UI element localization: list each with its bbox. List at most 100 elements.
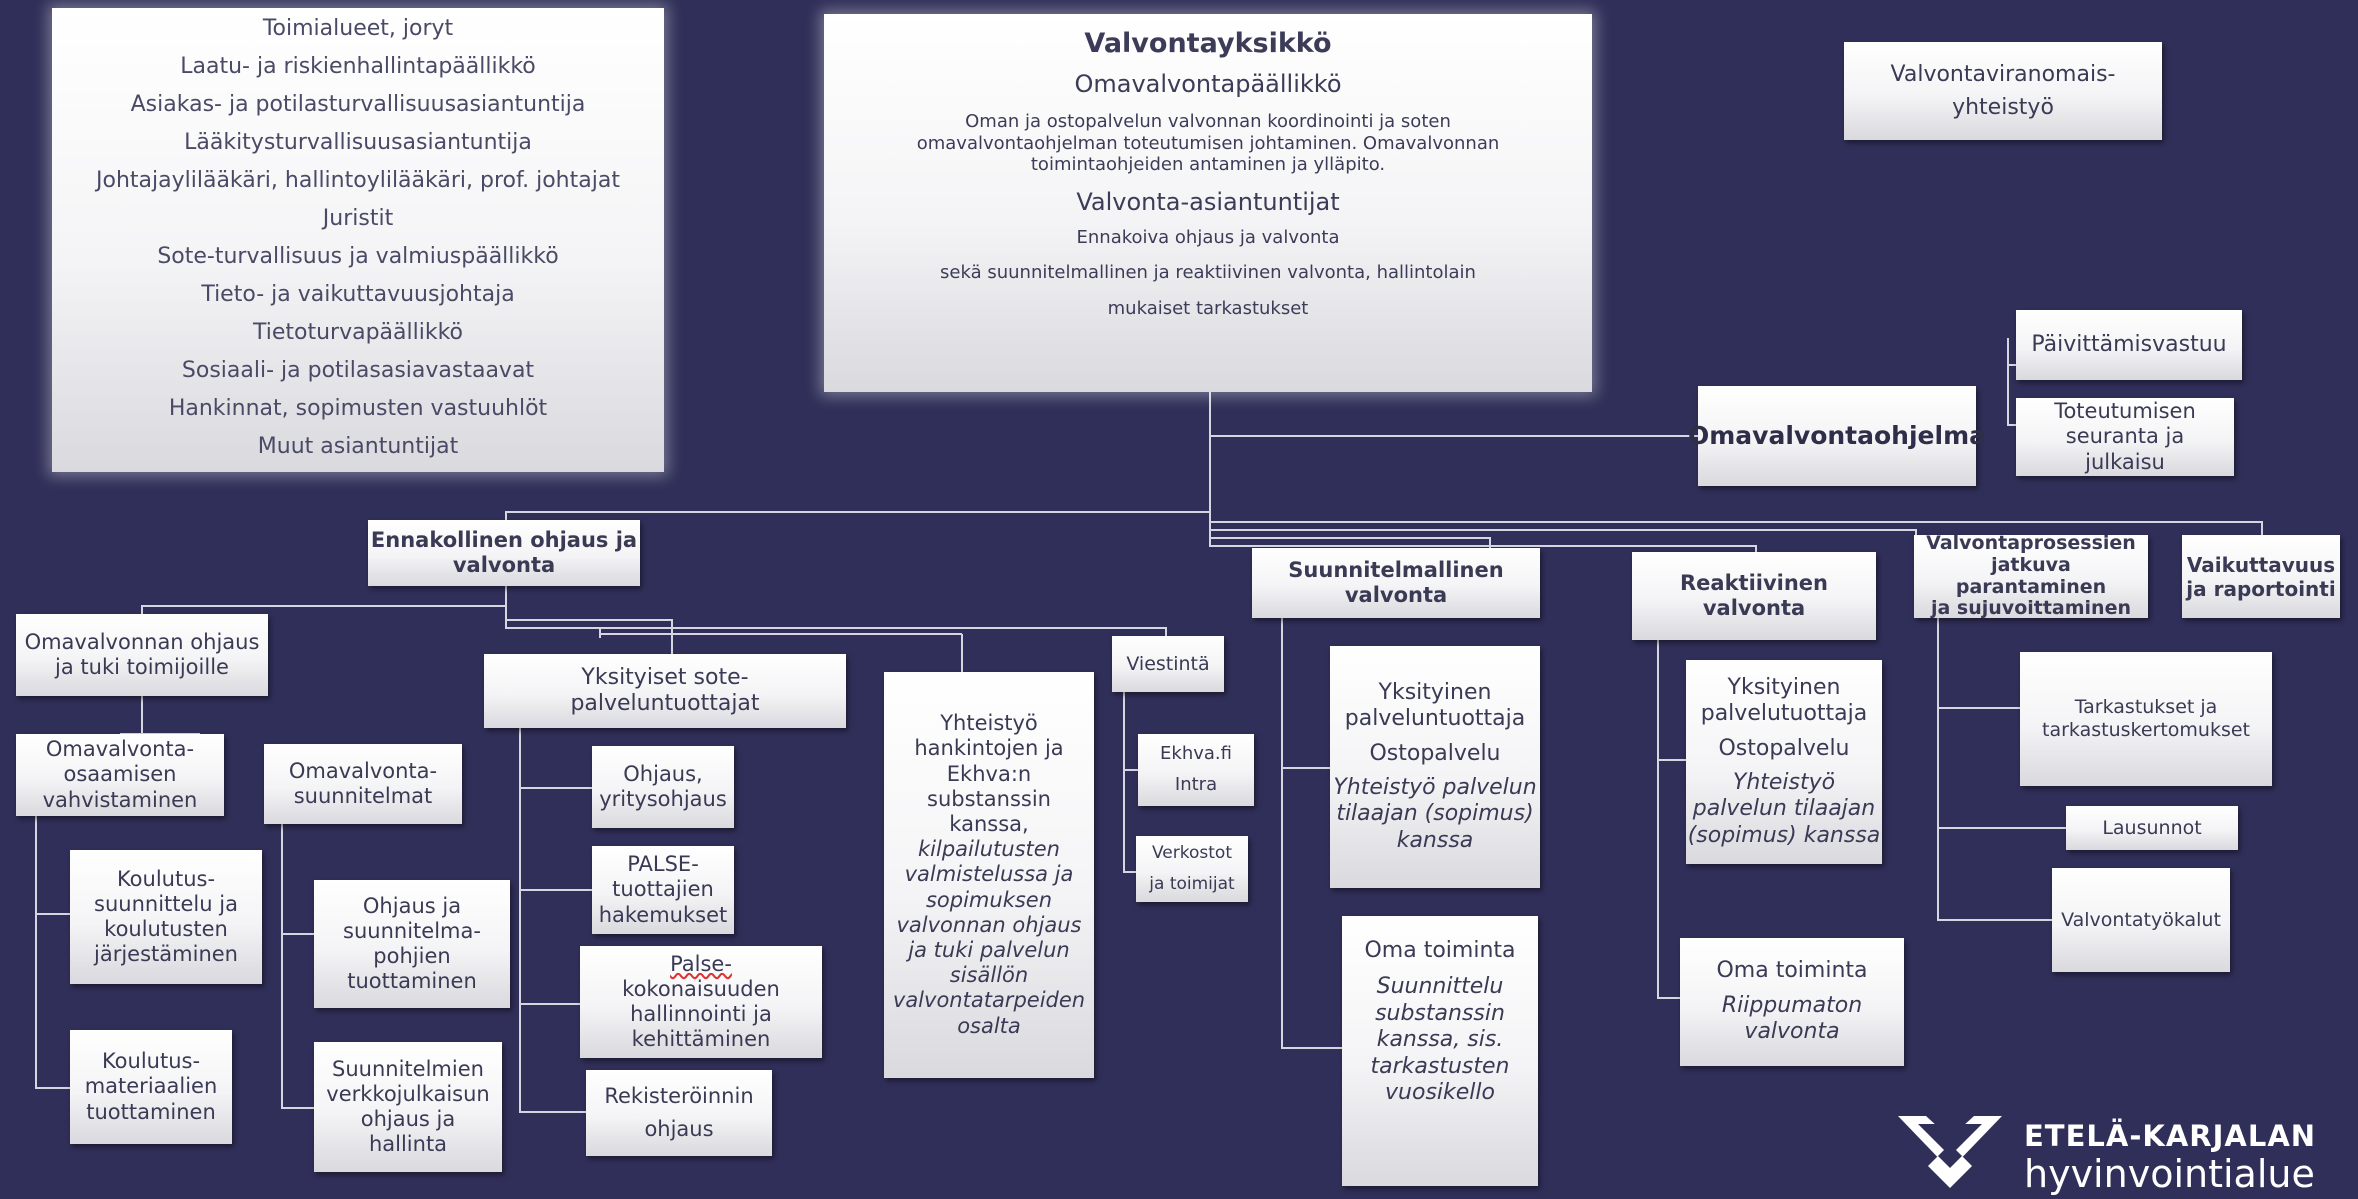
procurement-cooperation-box: Yhteistyö hankintojen ja Ekhva:n substan… <box>884 672 1094 1078</box>
competence-box: Omavalvonta- osaamisen vahvistaminen <box>16 734 224 816</box>
unit-subtitle: Omavalvontapäällikkö <box>1074 70 1342 99</box>
palse-applications-box: PALSE- tuottajien hakemukset <box>592 846 734 934</box>
branch-label: Reaktiivinen <box>1679 570 1828 595</box>
node-label: Omavalvonta- <box>288 758 438 783</box>
node-label: sisällön <box>949 963 1029 988</box>
experts-item: Asiakas- ja potilasturvallisuusasiantunt… <box>130 91 586 117</box>
node-label: tuottaminen <box>86 1099 216 1124</box>
unit-line: Ennakoiva ohjaus ja valvonta <box>1076 226 1340 248</box>
authority-cooperation-box: Valvontaviranomais- yhteistyö <box>1844 42 2162 140</box>
branch-label: valvonta <box>1702 596 1806 620</box>
unit-desc: omavalvontaohjelman toteutumisen johtami… <box>916 132 1500 154</box>
experts-panel: Toimialueet, joryt Laatu- ja riskienhall… <box>52 8 664 472</box>
reactive-private-box: Yksityinen palvelutuottaja Ostopalvelu Y… <box>1686 660 1882 864</box>
node-label: Omavalvonta- <box>45 737 195 762</box>
node-label: ja tuki palvelun <box>908 937 1070 962</box>
node-label: kehittäminen <box>631 1027 771 1052</box>
authority-line: Valvontaviranomais- <box>1890 62 2116 87</box>
node-label: vuosikello <box>1385 1079 1495 1105</box>
self-monitoring-plans-box: Omavalvonta- suunnitelmat <box>264 744 462 824</box>
node-label: Riippumaton <box>1721 992 1863 1018</box>
node-label: Rekisteröinnin <box>604 1084 754 1109</box>
node-label: tuottajien <box>612 877 714 902</box>
node-label: palvelutuottaja <box>1700 701 1868 727</box>
node-label: suunnitelmat <box>293 784 433 808</box>
private-providers-box: Yksityiset sote- palveluntuottajat <box>484 654 846 728</box>
node-label: tuottaminen <box>347 969 477 994</box>
node-label: tarkastusten <box>1370 1053 1510 1079</box>
palse-management-box: Palse- kokonaisuuden hallinnointi ja keh… <box>580 946 822 1058</box>
experts-item: Juristit <box>322 205 394 231</box>
node-label: (sopimus) kanssa <box>1687 822 1881 848</box>
node-label: vahvistaminen <box>42 787 198 812</box>
authority-line: yhteistyö <box>1952 95 2054 120</box>
experts-item: Johtajaylilääkäri, hallintoylilääkäri, p… <box>96 167 620 193</box>
node-label: hallinta <box>368 1132 448 1157</box>
node-label: Ostopalvelu <box>1369 740 1501 766</box>
program-box: Omavalvontaohjelma <box>1688 386 1986 486</box>
program-title: Omavalvontaohjelma <box>1688 421 1986 450</box>
plan-templates-box: Ohjaus ja suunnitelma- pohjien tuottamin… <box>314 880 510 1008</box>
experts-item: Laatu- ja riskienhallintapäällikkö <box>180 53 536 79</box>
node-label: Suunnittelu <box>1376 974 1504 1000</box>
ekhva-intra-box: Ekhva.fi Intra <box>1138 734 1254 806</box>
unit-desc: toimintaohjeiden antaminen ja ylläpito. <box>1030 154 1386 176</box>
node-label: hallinnointi ja <box>630 1002 772 1026</box>
node-label: materiaalien <box>84 1074 218 1099</box>
unit-desc: Oman ja ostopalvelun valvonnan koordinoi… <box>965 111 1451 133</box>
node-label: hankintojen ja <box>914 736 1064 761</box>
branch-label: Ennakollinen ohjaus ja <box>370 527 638 552</box>
follow-up-box: Toteutumisen seuranta ja julkaisu <box>2016 398 2234 476</box>
branch-impact: Vaikuttavuus ja raportointi <box>2182 535 2340 618</box>
node-label: kanssa, <box>949 812 1029 837</box>
node-label: Valvontatyökalut <box>2061 908 2221 931</box>
company-guidance-box: Ohjaus, yritysohjaus <box>592 746 734 828</box>
supervision-unit-box: Valvontayksikkö Omavalvontapäällikkö Oma… <box>824 14 1592 392</box>
experts-item: Sosiaali- ja potilasasiavastaavat <box>181 357 535 383</box>
branch-label: Valvontaprosessien <box>1926 531 2136 554</box>
node-label: Yhteistyö <box>1732 770 1836 795</box>
node-label: pohjien <box>373 944 451 968</box>
node-label: koulutusten <box>104 917 228 941</box>
node-label: Yksityiset sote- <box>581 664 749 690</box>
node-label: palveluntuottajat <box>570 691 760 716</box>
follow-line: Toteutumisen <box>2054 399 2196 424</box>
guidance-support-box: Omavalvonnan ohjaus ja tuki toimijoille <box>16 614 268 696</box>
branch-label: Vaikuttavuus <box>2186 552 2336 577</box>
experts-item: Lääkitysturvallisuusasiantuntija <box>184 129 532 155</box>
node-label: ohjaus ja <box>360 1107 456 1131</box>
inspections-box: Tarkastukset ja tarkastuskertomukset <box>2020 652 2272 786</box>
branch-label: valvonta <box>452 553 556 577</box>
branch-improvement: Valvontaprosessien jatkuva parantaminen … <box>1914 531 2148 620</box>
unit-experts: Valvonta-asiantuntijat <box>1076 187 1340 216</box>
node-label: Koulutus- <box>116 866 216 891</box>
node-label: Tarkastukset ja <box>2074 696 2218 719</box>
node-label: tarkastuskertomukset <box>2042 719 2250 741</box>
update-label: Päivittämisvastuu <box>2031 331 2227 357</box>
follow-line: seuranta ja <box>2065 424 2185 449</box>
training-planning-box: Koulutus- suunnittelu ja koulutusten jär… <box>70 850 262 984</box>
node-label: kilpailutusten <box>918 837 1060 862</box>
node-label: yritysohjaus <box>599 787 727 811</box>
node-label: ja tuki toimijoille <box>55 655 229 679</box>
supervision-tools-box: Valvontatyökalut <box>2052 868 2230 972</box>
node-label: Verkostot <box>1152 843 1232 864</box>
communications-box: Viestintä <box>1112 636 1224 692</box>
logo-line: hyvinvointialue <box>2024 1152 2315 1196</box>
node-label: Viestintä <box>1126 652 1210 675</box>
unit-title: Valvontayksikkö <box>1084 28 1332 59</box>
node-label: ohjaus <box>644 1117 714 1141</box>
reactive-own-box: Oma toiminta Riippumaton valvonta <box>1680 938 1904 1066</box>
node-label: Ekhva.fi <box>1160 743 1232 765</box>
planned-own-box: Oma toiminta Suunnittelu substanssin kan… <box>1342 916 1538 1186</box>
node-label: järjestäminen <box>94 942 238 967</box>
node-label: kokonaisuuden <box>622 976 780 1001</box>
node-label: Yhteistyö palvelun <box>1333 775 1537 800</box>
branch-proactive: Ennakollinen ohjaus ja valvonta <box>368 520 640 586</box>
node-label: verkkojulkaisun <box>326 1081 490 1106</box>
node-label: Yksityinen <box>1727 674 1841 700</box>
branch-label: ja sujuvoittaminen <box>1930 597 2131 620</box>
node-label: sopimuksen <box>925 887 1053 912</box>
node-label: osalta <box>957 1013 1021 1038</box>
